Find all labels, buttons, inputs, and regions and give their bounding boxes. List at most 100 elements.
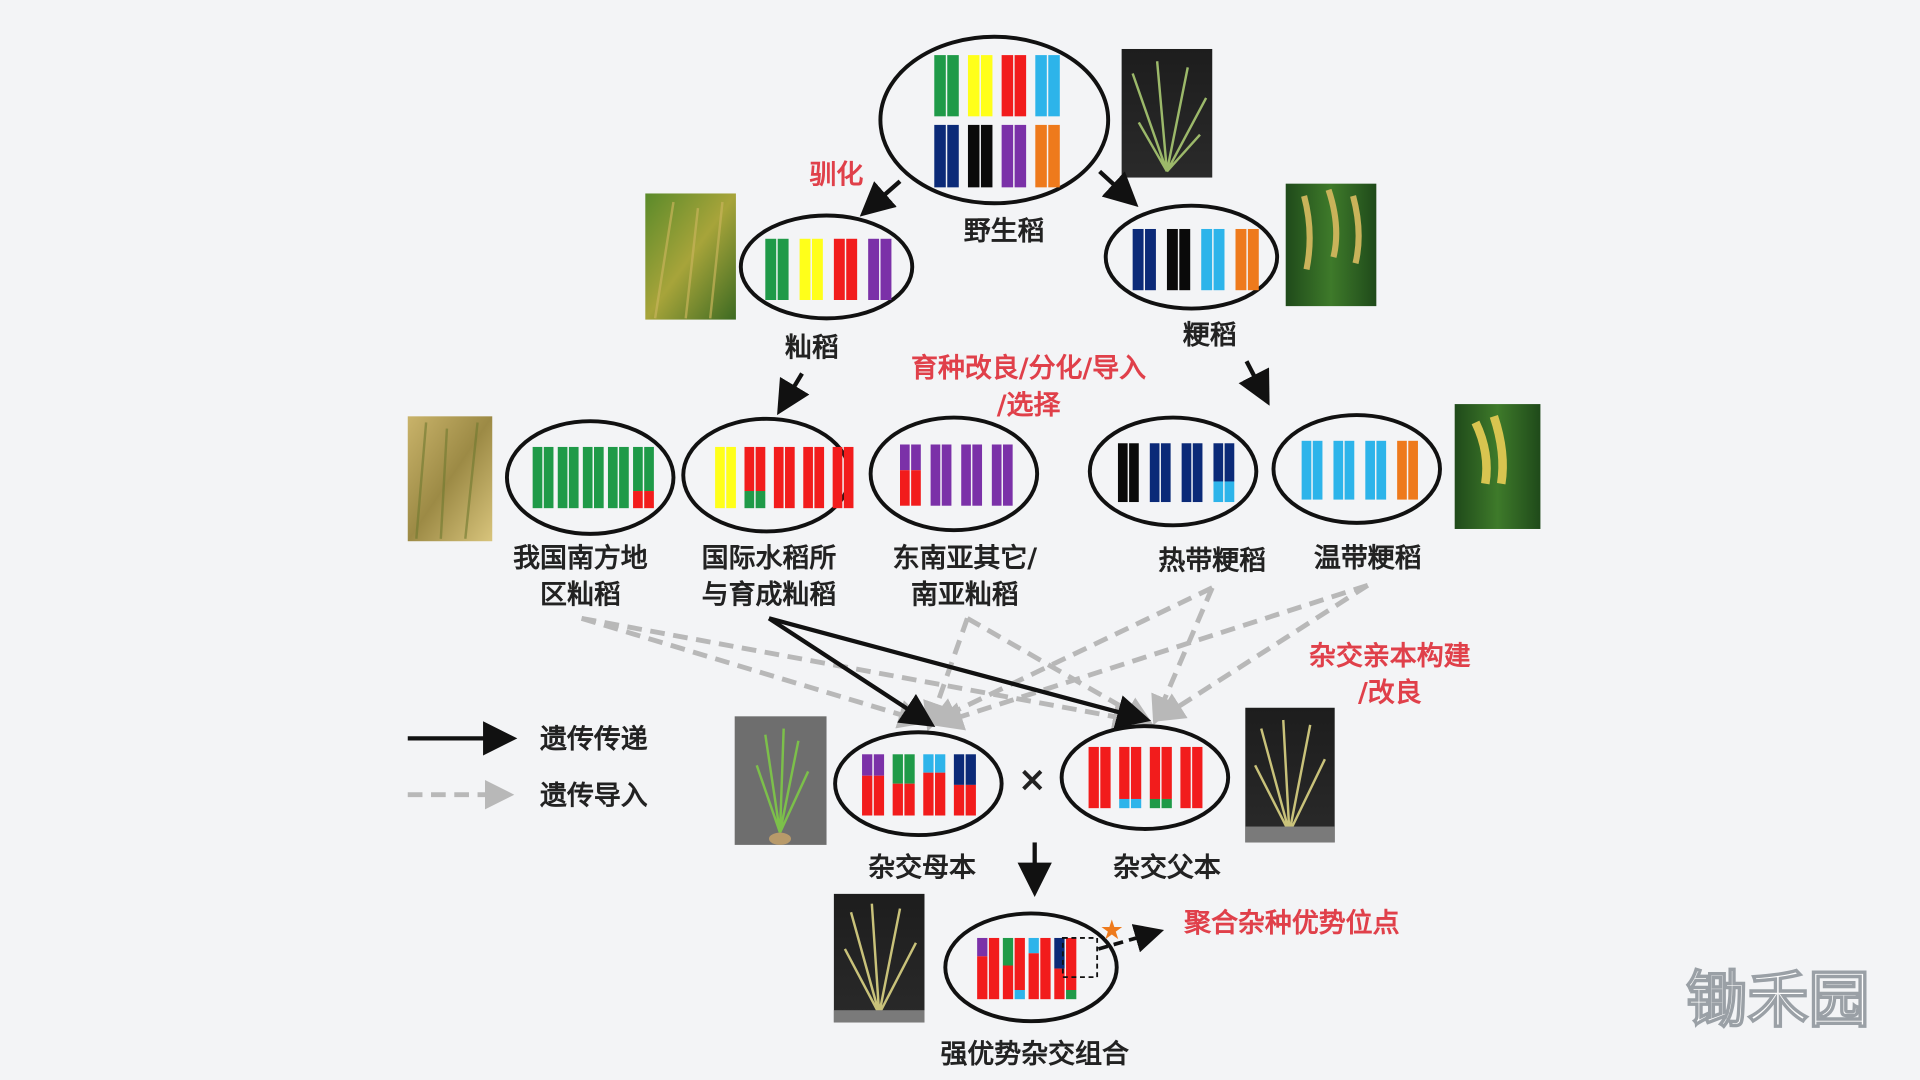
chromosome-segment-navy (1149, 443, 1160, 503)
chromosome-indica (833, 238, 858, 300)
chromosome-segment-orange (1408, 440, 1418, 500)
chromosome-segment-lightblue (1028, 937, 1039, 954)
chromosome-segment-red (904, 783, 915, 816)
south-china-ellipse (504, 419, 676, 536)
domestication-label: 驯化 (809, 160, 863, 191)
chromosome-segment-red (892, 783, 903, 816)
chromosome-japonica (1201, 228, 1225, 291)
chromosome-japonica (1166, 228, 1191, 291)
chromosome-sea (961, 444, 983, 506)
chromosome-segment-purple (977, 937, 988, 957)
chromosome-segment-green (644, 446, 654, 492)
chromosome-segment-red (977, 956, 988, 1000)
chromosome-segment-lightblue (935, 754, 946, 773)
chromosome-segment-green (1161, 798, 1172, 809)
chromosome-temperate (1397, 440, 1418, 500)
chromosome-segment-red (1180, 746, 1191, 809)
father-ellipse (1059, 724, 1231, 831)
sea-ellipse (868, 415, 1040, 533)
japonica-ellipse (1103, 203, 1280, 311)
chromosome-segment-red (785, 446, 795, 509)
sea-label-1: 东南亚其它/ (893, 542, 1038, 574)
chromosome-segment-red (814, 446, 825, 509)
chromosome-irri (832, 446, 854, 509)
chromosome-segment-yellow (980, 55, 993, 117)
chromosome-segment-purple (1014, 124, 1027, 188)
chromosome-father (1180, 746, 1203, 809)
chromosome-segment-lightblue (1312, 440, 1323, 500)
mother-ellipse (833, 730, 1004, 838)
chromosome-segment-navy (1192, 443, 1203, 503)
father-label: 杂交父本 (1113, 852, 1221, 884)
chromosome-temperate (1301, 440, 1323, 500)
chromosome-segment-green (1002, 937, 1014, 966)
sea-label-2: 南亚籼稻 (911, 580, 1019, 611)
mother-label: 杂交母本 (868, 852, 976, 884)
chromosome-segment-red (1001, 55, 1014, 117)
chromosome-segment-lightblue (1224, 481, 1235, 503)
chromosome-segment-yellow (799, 238, 811, 300)
chromosome-wild-bottom (967, 124, 993, 188)
chromosome-segment-red (953, 784, 965, 816)
chromosome-segment-red (1014, 937, 1025, 990)
chromosome-segment-black (1117, 443, 1128, 503)
breeding-label-2: /选择 (997, 390, 1062, 421)
chromosome-hybrid (1054, 937, 1077, 1000)
heterosis-dashed-arrow (1097, 924, 1165, 953)
chromosome-segment-green (755, 491, 766, 509)
chromosome-segment-navy (1160, 443, 1171, 503)
indica-label: 籼稻 (785, 332, 839, 363)
chromosome-indica (765, 238, 789, 300)
chromosome-segment-red (862, 775, 873, 816)
chromosome-wild-bottom (1035, 124, 1060, 188)
chromosome-south-china (582, 446, 604, 509)
chromosome-south-china (557, 446, 579, 509)
tropical-ellipse (1087, 415, 1259, 528)
chromosome-segment-orange (1048, 124, 1060, 188)
hybrid-plant-photo (833, 893, 925, 1023)
chromosome-segment-red (1002, 965, 1014, 1000)
irri-ellipse (681, 416, 852, 534)
chromosome-wild-top (967, 55, 993, 117)
south-china-indica-photo (407, 416, 493, 542)
chromosome-segment-lightblue (1014, 990, 1025, 1000)
chromosome-segment-red (843, 446, 854, 509)
chromosome-segment-orange (1247, 228, 1259, 291)
chromosome-segment-black (1179, 228, 1191, 291)
chromosome-temperate (1365, 440, 1387, 500)
chromosome-segment-green (934, 55, 946, 117)
chromosome-irri (773, 446, 795, 509)
chromosome-wild-top (934, 55, 959, 117)
temperate-label: 温带粳稻 (1314, 543, 1422, 574)
chromosome-segment-purple (873, 754, 885, 776)
chromosome-segment-yellow (967, 55, 980, 117)
chromosome-segment-black (980, 124, 993, 188)
japonica-label: 粳稻 (1183, 320, 1237, 351)
parent-build-label-1: 杂交亲本构建 (1309, 640, 1471, 672)
chromosome-segment-red (1192, 746, 1203, 809)
chromosome-segment-green (619, 446, 629, 509)
chromosome-segment-purple (972, 444, 983, 506)
chromosome-mother (892, 754, 915, 816)
chromosome-segment-green (532, 446, 543, 509)
south-china-label-2: 区籼稻 (540, 580, 621, 611)
chromosome-tropical (1213, 443, 1235, 503)
chromosome-segment-lightblue (1301, 440, 1312, 500)
chromosome-segment-purple (941, 444, 952, 506)
chromosome-hybrid (1002, 937, 1025, 1000)
chromosome-segment-lightblue (1048, 55, 1060, 117)
mother-plant-photo (734, 716, 827, 845)
chromosome-sea (991, 444, 1013, 506)
chromosome-wild-top (1001, 55, 1027, 117)
chromosome-hybrid (1028, 937, 1051, 1000)
chromosome-segment-yellow (811, 238, 823, 300)
chromosome-segment-lightblue (1130, 798, 1142, 809)
chromosome-segment-green (633, 446, 643, 492)
chromosome-segment-red (1040, 937, 1051, 1000)
heterosis-loci-label: 聚合杂种优势位点 (1183, 907, 1399, 939)
chromosome-segment-red (755, 446, 766, 492)
chromosome-mother (923, 754, 946, 816)
chromosome-segment-navy (1145, 228, 1156, 291)
chromosome-indica (868, 238, 892, 300)
temperate-ellipse (1271, 413, 1442, 525)
